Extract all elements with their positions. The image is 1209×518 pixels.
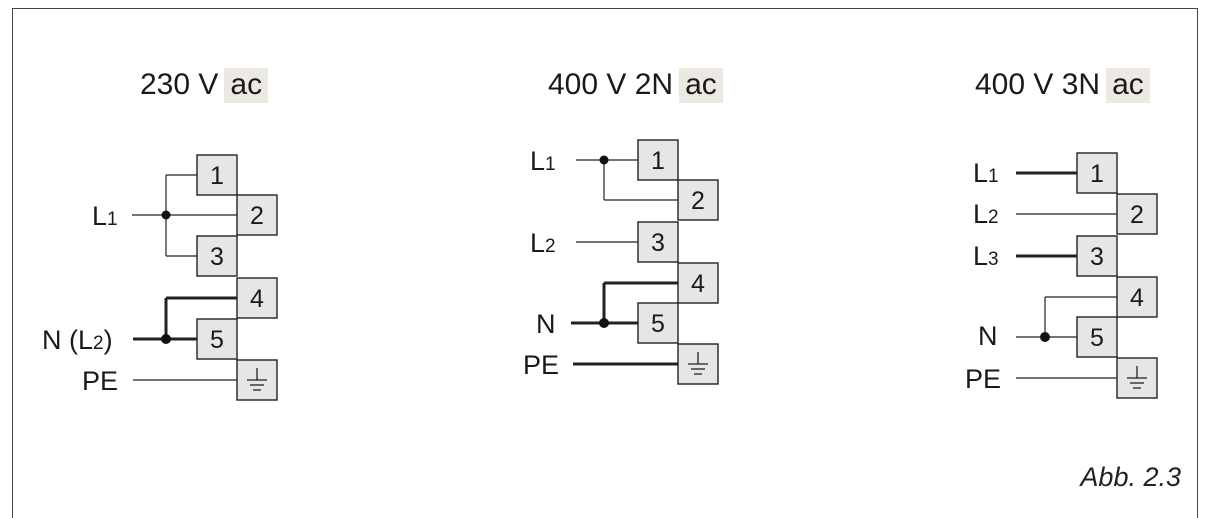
svg-text:2: 2 [250, 202, 264, 230]
diagram-1-wiring [132, 174, 237, 381]
figure-caption: Abb. 2.3 [1080, 462, 1181, 492]
diagram-3-terminal-3: 3 [1076, 235, 1118, 277]
svg-text:2: 2 [691, 187, 705, 215]
svg-text:5: 5 [651, 310, 665, 338]
diagram-2-label-l1: L1 [530, 146, 556, 176]
diagram-3-terminal-4: 4 [1116, 276, 1158, 318]
diagram-3-label-pe: PE [965, 364, 1002, 394]
diagram-3-ac: ac [1106, 68, 1150, 103]
diagram-3-terminal-5: 5 [1076, 316, 1118, 358]
diagram-2-label-n: N [536, 309, 556, 339]
diagram-3-label-l2: L2 [973, 199, 999, 229]
diagram-1-junction-l1 [161, 210, 171, 220]
diagram-2-label-l2: L2 [530, 228, 556, 258]
svg-text:3: 3 [1090, 243, 1104, 271]
diagram-2-voltage: 400 V 2N [548, 68, 674, 101]
diagram-3-voltage: 400 V 3N [975, 68, 1101, 101]
diagram-2-terminal-5: 5 [637, 302, 679, 344]
diagram-3-wiring [1016, 171, 1117, 379]
diagram-3-terminal-2: 2 [1116, 193, 1158, 235]
diagram-2-terminal-3: 3 [637, 221, 679, 263]
diagram-2-ground-icon [688, 352, 708, 375]
diagram-2-terminal-2: 2 [677, 179, 719, 221]
diagram-2-terminal-pe [677, 343, 719, 385]
svg-text:2: 2 [1130, 201, 1144, 229]
diagram-1-terminal-1: 1 [196, 154, 238, 196]
diagram-3-junction-n [1040, 332, 1050, 342]
diagram-1-label-pe: PE [82, 366, 119, 396]
diagram-1-voltage: 230 V [140, 68, 219, 101]
diagram-1-ground-icon [247, 368, 267, 391]
diagram-1-ac: ac [224, 68, 269, 103]
diagram-2-label-pe: PE [523, 350, 560, 380]
diagram-3-terminal-1: 1 [1076, 152, 1118, 194]
svg-text:4: 4 [1130, 284, 1144, 312]
svg-text:3: 3 [210, 243, 224, 271]
diagram-1-terminal-4: 4 [236, 277, 278, 319]
svg-text:5: 5 [210, 326, 224, 354]
svg-text:3: 3 [651, 229, 665, 257]
diagram-1-terminal-5: 5 [196, 318, 238, 360]
svg-text:1: 1 [1090, 160, 1104, 188]
diagram-1-label-l1: L1 [92, 201, 118, 231]
svg-text:1: 1 [210, 162, 224, 190]
diagram-1-terminal-3: 3 [196, 235, 238, 277]
diagram-2-terminal-4: 4 [677, 262, 719, 304]
diagram-2-junction-n [599, 318, 609, 328]
diagram-3-label-l1: L1 [973, 158, 999, 188]
svg-text:1: 1 [651, 147, 665, 175]
svg-text:4: 4 [691, 270, 705, 298]
diagram-3-label-l3: L3 [973, 241, 999, 271]
diagram-2-ac: ac [679, 68, 723, 103]
diagram-1-terminal-2: 2 [236, 194, 278, 236]
diagram-2-junction-l1 [599, 155, 609, 165]
diagram-3-label-n: N [978, 321, 998, 351]
diagram-1-label-n: N (L2) [42, 325, 113, 355]
diagram-2-terminal-1: 1 [637, 139, 679, 181]
svg-text:4: 4 [250, 285, 264, 313]
diagram-3-ground-icon [1127, 366, 1147, 389]
svg-text:5: 5 [1090, 324, 1104, 352]
figure-frame [12, 8, 1198, 518]
diagram-1-junction-n [161, 334, 171, 344]
